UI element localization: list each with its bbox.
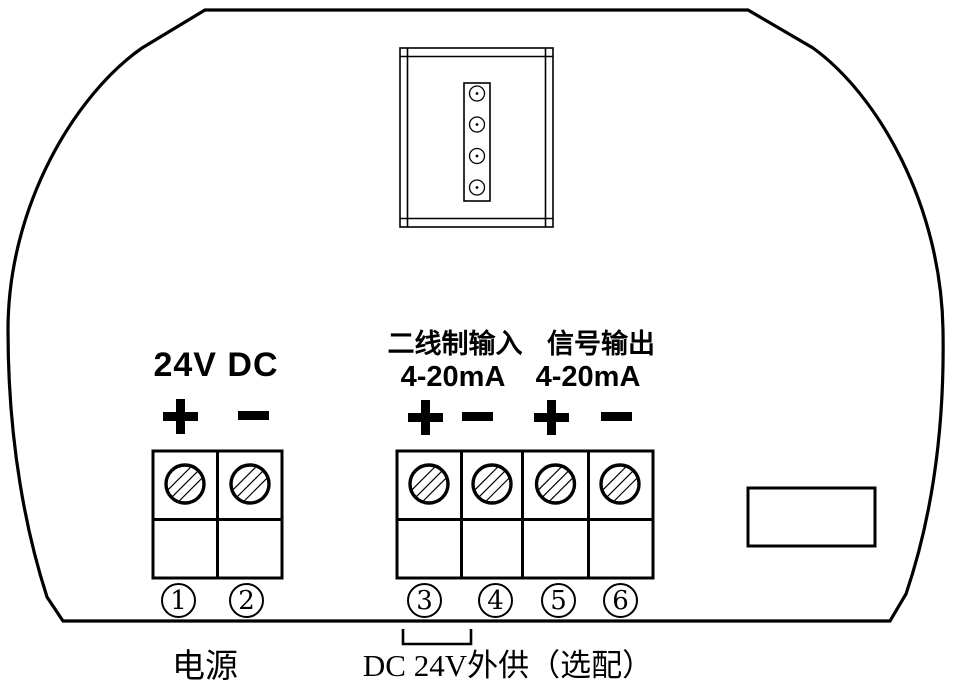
plus-sign	[534, 400, 569, 435]
connector-pin-icon	[468, 179, 486, 196]
output-current-range-label: 4-20mA	[535, 361, 641, 393]
minus-sign	[238, 411, 269, 420]
plus-sign	[408, 400, 443, 435]
two-wire-input-label: 二线制输入	[387, 329, 523, 359]
minus-sign	[462, 412, 493, 421]
screw-terminal-icon	[534, 463, 577, 505]
power-caption: 电源	[172, 649, 238, 685]
housing-outline	[6, 8, 945, 623]
screw-terminal-icon	[229, 463, 271, 505]
connector-pin-icon	[468, 116, 486, 133]
screw-terminal-icon	[164, 463, 206, 505]
aux-supply-bracket	[401, 629, 473, 646]
terminal-number-badge: 1	[161, 583, 196, 618]
aux-supply-caption: DC 24V外供（选配）	[362, 648, 654, 683]
screw-terminal-icon	[471, 463, 513, 505]
blank-label-plate	[746, 486, 877, 548]
power-terminal-block	[151, 449, 284, 580]
terminal-number-badge: 3	[407, 583, 442, 618]
terminal-number-badge: 2	[229, 583, 264, 618]
top-connector	[399, 47, 554, 228]
screw-terminal-icon	[408, 463, 450, 505]
signal-terminal-block	[395, 449, 655, 580]
terminal-number-badge: 4	[478, 583, 513, 618]
screw-terminal-icon	[599, 463, 641, 505]
connector-pin-icon	[468, 147, 486, 165]
signal-output-label: 信号输出	[547, 329, 655, 359]
power-voltage-label: 24V DC	[153, 346, 279, 384]
input-current-range-label: 4-20mA	[400, 361, 506, 393]
terminal-number-badge: 5	[541, 583, 576, 618]
minus-sign	[601, 412, 632, 421]
plus-sign	[163, 399, 198, 434]
connector-pin-icon	[468, 85, 486, 102]
terminal-number-badge: 6	[603, 583, 638, 618]
